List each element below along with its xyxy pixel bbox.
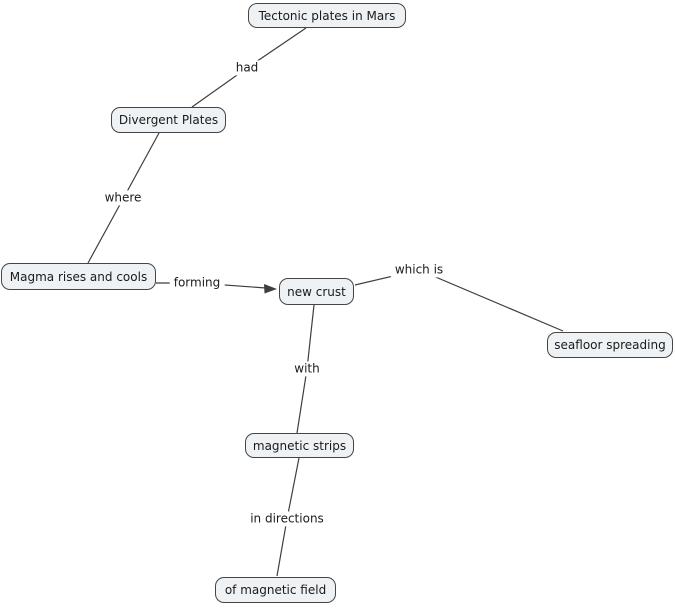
edge-label-had[interactable]: had — [231, 60, 263, 76]
edge-label-where[interactable]: where — [100, 190, 146, 206]
node-seafloor-spreading[interactable]: seafloor spreading — [547, 332, 673, 358]
edge-label-with[interactable]: with — [290, 361, 324, 377]
edge-label-which-is[interactable]: which is — [390, 262, 448, 278]
node-magma-rises-and-cools[interactable]: Magma rises and cools — [1, 263, 156, 290]
edge-label-forming[interactable]: forming — [169, 275, 225, 291]
node-tectonic-plates-in-mars[interactable]: Tectonic plates in Mars — [248, 3, 406, 28]
node-divergent-plates[interactable]: Divergent Plates — [111, 107, 226, 133]
node-new-crust[interactable]: new crust — [279, 278, 354, 305]
edge-line-newcrust-seafloor[interactable] — [354, 269, 564, 332]
node-magnetic-strips[interactable]: magnetic strips — [245, 433, 354, 458]
node-of-magnetic-field[interactable]: of magnetic field — [215, 577, 336, 603]
arrowhead-forming-icon — [264, 284, 277, 294]
edge-label-in-directions[interactable]: in directions — [246, 511, 328, 527]
